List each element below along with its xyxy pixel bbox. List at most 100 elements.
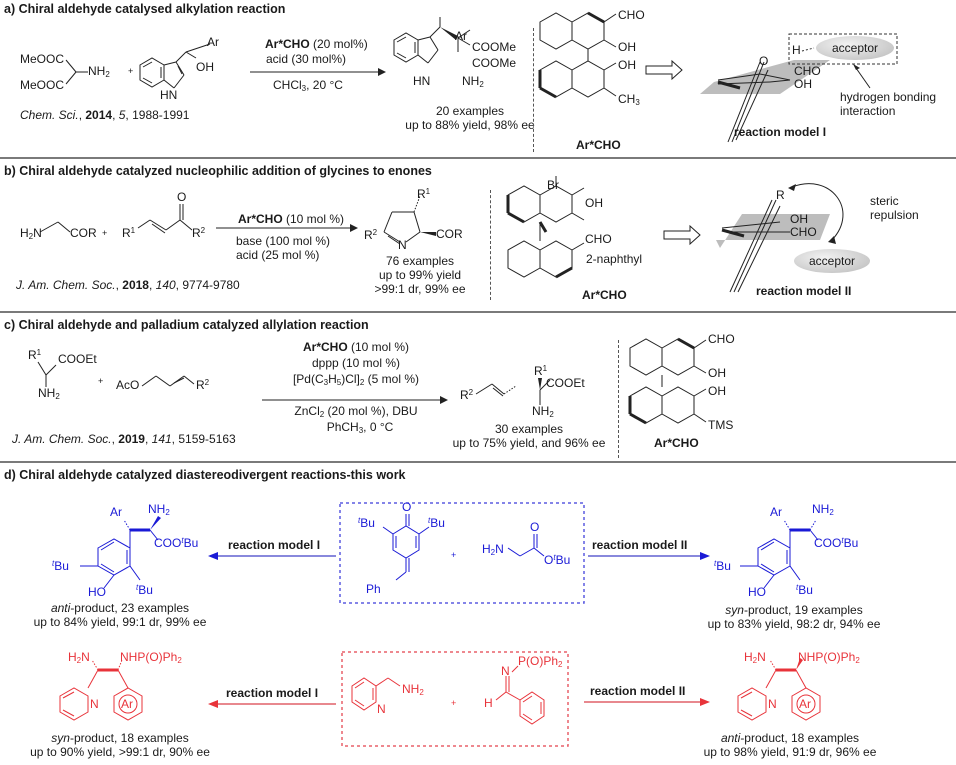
pyrroline-bonds bbox=[383, 195, 421, 245]
conditions-a-solvent: CHCl3, 20 °C bbox=[273, 78, 343, 93]
qm-tbu-left: tBu bbox=[358, 516, 375, 530]
plus-sign-red: + bbox=[451, 698, 457, 708]
product-b-examples: 76 examples bbox=[385, 254, 455, 268]
steric-annotation-1: steric bbox=[870, 194, 899, 208]
catalyst-a-oh2: OH bbox=[618, 58, 636, 72]
quinone-methide-bonds bbox=[382, 514, 430, 581]
model-ii-binaphthyl bbox=[721, 199, 790, 293]
syn-diamine-bonds bbox=[59, 659, 143, 721]
product-a-ar: Ar bbox=[455, 29, 467, 43]
product-b-r1: R1 bbox=[417, 187, 431, 201]
model-i-binaphthyl bbox=[717, 61, 791, 143]
conditions-c-solvent: PhCH3, 0 °C bbox=[326, 420, 394, 435]
reaction-arrow-b bbox=[216, 224, 358, 232]
plus-sign-blue: + bbox=[451, 550, 457, 560]
divider-b bbox=[490, 190, 491, 300]
red-arrow-right bbox=[584, 698, 710, 706]
anti-product-caption: anti-product, 23 examples bbox=[50, 601, 190, 615]
model-i-cho: CHO bbox=[794, 64, 821, 78]
product-a-examples: 20 examples bbox=[435, 104, 505, 118]
section-c-title: c) Chiral aldehyde and palladium catalyz… bbox=[4, 318, 369, 332]
model-ii-label: reaction model II bbox=[756, 284, 852, 298]
anti-product-tbu-left: tBu bbox=[52, 559, 69, 573]
steric-repulsion-arrow bbox=[791, 183, 844, 241]
syn-product-caption: syn-product, 19 examples bbox=[725, 603, 863, 617]
imine-n: N bbox=[501, 664, 510, 678]
product-a-nh2: NH2 bbox=[462, 74, 484, 89]
reagent-a1-top: MeOOC bbox=[20, 52, 65, 66]
wedge-bond bbox=[440, 27, 458, 40]
anti-product-ho: HO bbox=[88, 585, 106, 599]
anti-diamine-caption: anti-product, 18 examples bbox=[720, 731, 860, 745]
blue-arrow-right-label: reaction model II bbox=[592, 538, 688, 552]
red-arrow-left bbox=[208, 700, 336, 708]
hbond-box bbox=[788, 33, 898, 65]
anti-product-ar: Ar bbox=[110, 505, 122, 519]
model-i-label: reaction model I bbox=[734, 125, 827, 139]
product-b-r2: R2 bbox=[364, 228, 378, 242]
reagent-b2-r1: R1 bbox=[122, 226, 136, 240]
model-i-h: H bbox=[792, 43, 801, 57]
product-b-dr: >99:1 dr, 99% ee bbox=[374, 282, 466, 296]
syn-product-yield: up to 83% yield, 98:2 dr, 94% ee bbox=[707, 617, 881, 631]
red-reactants-box bbox=[341, 651, 569, 747]
conditions-c-ligand: dppp (10 mol %) bbox=[311, 356, 401, 370]
qm-tbu-right: tBu bbox=[428, 516, 445, 530]
allylation-product-bonds bbox=[475, 379, 551, 405]
reaction-arrow-c bbox=[262, 396, 448, 404]
syn-product-ho: HO bbox=[748, 585, 766, 599]
conditions-a-catalyst: Ar*CHO (20 mol%) bbox=[265, 37, 368, 51]
anti-diamine-ar: Ar bbox=[799, 697, 811, 711]
reagent-b2-r2: R2 bbox=[192, 226, 206, 240]
syn-product-bonds bbox=[740, 519, 819, 589]
anti-product-nh2: NH2 bbox=[148, 502, 170, 517]
product-a-yield: up to 88% yield, 98% ee bbox=[405, 118, 535, 132]
qm-o: O bbox=[402, 500, 412, 514]
model-ii-plane bbox=[716, 214, 830, 248]
conditions-c-catalyst: Ar*CHO (10 mol %) bbox=[302, 340, 410, 354]
reagent-a1-bottom: MeOOC bbox=[20, 78, 65, 92]
catalyst-b-oh: OH bbox=[585, 196, 603, 210]
section-divider-3 bbox=[0, 461, 956, 463]
picolylamine-nh2: NH2 bbox=[402, 682, 424, 697]
section-divider-2 bbox=[0, 311, 956, 313]
citation-b: J. Am. Chem. Soc., 2018, 140, 9774-9780 bbox=[16, 278, 240, 292]
divider-c bbox=[618, 340, 619, 458]
catalyst-b-label: Ar*CHO bbox=[582, 288, 627, 302]
catalyst-b-naphthyl: 2-naphthyl bbox=[586, 252, 643, 266]
model-ii-acceptor: acceptor bbox=[794, 249, 870, 273]
syn-diamine-yield: up to 90% yield, >99:1 dr, 90% ee bbox=[30, 745, 210, 759]
product-b-cor: COR bbox=[436, 227, 463, 241]
anti-product-tbu-right: tBu bbox=[136, 583, 153, 597]
red-arrow-right-label: reaction model II bbox=[590, 684, 686, 698]
indole-product-bonds bbox=[393, 17, 441, 64]
anti-diamine-h2n: H2N bbox=[744, 650, 766, 665]
catalyst-c-cho: CHO bbox=[708, 332, 735, 346]
reagent-b2-o: O bbox=[177, 190, 187, 204]
qm-ph: Ph bbox=[366, 582, 381, 596]
anti-diamine-pyridine-n: N bbox=[768, 697, 777, 711]
section-b-title: b) Chiral aldehyde catalyzed nucleophili… bbox=[4, 164, 432, 178]
phosphinoyl-imine-bonds bbox=[495, 665, 545, 725]
anti-diamine-nhp: NHP(O)Ph2 bbox=[798, 650, 860, 665]
product-b-yield: up to 99% yield bbox=[378, 268, 462, 282]
catalyst-a-cho: CHO bbox=[618, 8, 645, 22]
model-ii-cho: CHO bbox=[790, 225, 817, 239]
citation-c: J. Am. Chem. Soc., 2019, 141, 5159-5163 bbox=[12, 432, 236, 446]
reagent-b1-amine: H2N bbox=[20, 226, 42, 241]
reagent-a2-oh: OH bbox=[196, 60, 214, 74]
section-d-title: d) Chiral aldehyde catalyzed diastereodi… bbox=[4, 468, 406, 482]
syn-diamine-pyridine-n: N bbox=[90, 697, 99, 711]
conditions-b-catalyst: Ar*CHO (10 mol %) bbox=[238, 212, 345, 226]
conditions-c-palladium: [Pd(C3H5)Cl]2 (5 mol %) bbox=[292, 372, 420, 387]
plus-sign-b: + bbox=[102, 228, 108, 238]
glycine-h2n: H2N bbox=[482, 542, 504, 557]
blue-reactants-box bbox=[339, 502, 585, 604]
catalyst-c-oh1: OH bbox=[708, 366, 726, 380]
reagent-c2-aco: AcO bbox=[116, 378, 140, 392]
reagent-c1-ester: COOEt bbox=[58, 352, 97, 366]
catalyst-a-ch3: CH3 bbox=[618, 92, 640, 107]
anti-product-yield: up to 84% yield, 99:1 dr, 99% ee bbox=[33, 615, 207, 629]
aminomalonate-bonds bbox=[65, 59, 88, 85]
binol-catalyst-a-bonds bbox=[539, 12, 617, 98]
